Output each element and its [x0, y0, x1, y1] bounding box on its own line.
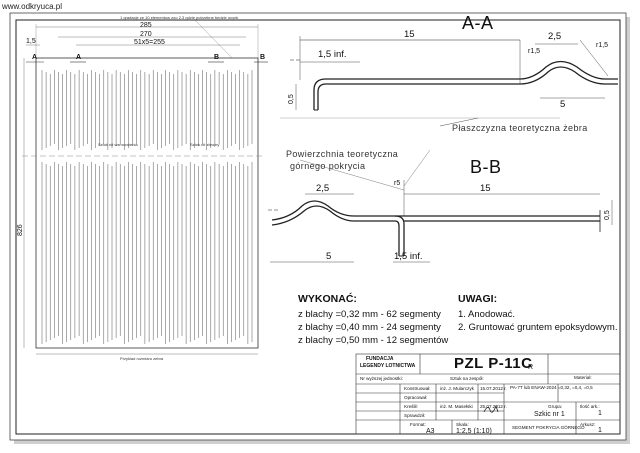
tb-material-value: PA-7T lub ENAW-2024 =0,32, =0,4, =0,5: [510, 385, 593, 390]
tb-format-label: Format:: [410, 422, 426, 427]
tb-designer-label: Konstruował:: [404, 386, 431, 391]
tb-designer-name: inż. J. Mularczyk: [440, 386, 474, 391]
tb-drawn-name: inż. M. Masełski: [440, 404, 473, 409]
bb-dim-15inf: 1,5 inf.: [394, 251, 423, 262]
tb-product-suffix: R: [528, 364, 534, 371]
dim-width-1: 285: [140, 22, 152, 29]
aa-dim-r15: r1,5: [528, 48, 541, 55]
bottom-label: Przyklad rozmiaru zebra: [120, 356, 164, 361]
aa-dim-05: 0,5: [288, 94, 295, 104]
tb-designer-date: 15.07.2012 r.: [480, 386, 507, 391]
dim-pitch: 51x5=255: [134, 39, 165, 46]
height-dim: 826: [17, 224, 24, 236]
bb-dim-15: 15: [480, 183, 491, 194]
tb-scale-value: 1:2,5 (1:10): [456, 428, 492, 435]
section-aa-title: A-A: [462, 13, 494, 33]
sheet-border: [9, 12, 627, 441]
tb-group-label: Grupa:: [548, 404, 563, 409]
plan-view: [22, 19, 268, 355]
notes-right-title: UWAGI:: [458, 293, 498, 305]
tb-group-value: Szkic nr 1: [534, 411, 565, 418]
section-bb-drawing: [268, 149, 613, 263]
notes-right-line: 2. Gruntować gruntem epoksydowym.: [458, 322, 618, 333]
notes-left-title: WYKONAĆ:: [298, 293, 357, 305]
top-note: 1 gradacje ze 10 elementow zoo 2.3 gdzie…: [120, 15, 239, 20]
surface-label-line1: Powierzchnia teoretyczna: [286, 149, 399, 159]
inner-frame: [15, 19, 621, 435]
bb-dim-r: r5: [394, 180, 401, 187]
notes-left-line: z blachy =0,40 mm - 24 segmenty: [298, 322, 441, 333]
mid-label-right: Sztok nit zbrojny: [190, 142, 220, 147]
section-marker-b-inner: B: [214, 54, 220, 61]
notes-left-line: z blachy =0,32 mm - 62 segmenty: [298, 309, 441, 320]
tb-format-value: A3: [426, 428, 435, 435]
tb-part-name: SEGMENT POKRYCIA GÓRNEGO: [512, 425, 585, 430]
tb-product: PZL P-11C: [454, 355, 533, 372]
section-bb-title: B-B: [470, 157, 502, 177]
watermark: www.odkryuca.pl: [2, 2, 63, 11]
tb-drawn-label: Kreślił:: [404, 404, 418, 409]
tb-checked-label: Sprawdził:: [404, 413, 426, 418]
aa-dim-5: 5: [560, 99, 566, 110]
aa-dim-15: 15: [404, 29, 415, 40]
bb-dim-05: 0,5: [604, 210, 611, 220]
tb-developed-label: Opracował:: [404, 395, 428, 400]
tb-parent-label: Nr wyższej jednostki:: [360, 376, 403, 381]
tb-sheet-value: 1: [598, 427, 602, 434]
dim-width-2: 270: [140, 31, 152, 38]
bb-dim-25: 2,5: [316, 183, 330, 194]
notes-right-line: 1. Anodować.: [458, 309, 516, 320]
section-marker-a-inner: A: [76, 54, 82, 61]
tb-qty-label: Sztuk na zespół:: [450, 376, 484, 381]
rib-lines: [41, 70, 253, 344]
section-marker-b-right: B: [260, 54, 266, 61]
title-block-frame: [355, 353, 621, 435]
tb-sheets-label: Ilość ark.:: [580, 404, 600, 409]
aa-dim-r15b: r1,5: [596, 42, 609, 49]
tb-drawn-date: 25.07.2012 r.: [480, 404, 507, 409]
notes-left-line: z blachy =0,50 mm - 12 segmentów: [298, 335, 449, 346]
mid-label-left: Sztok nit wzmocnienia: [98, 142, 138, 147]
rib-plane-label: Płaszczyzna teoretyczna żebra: [452, 123, 588, 133]
aa-dim-15inf: 1,5 inf.: [318, 49, 347, 60]
section-aa-drawing: [280, 36, 618, 127]
tb-sheets-value: 1: [598, 410, 602, 417]
tb-material-label: Materiał:: [574, 375, 592, 380]
section-marker-a-left: A: [32, 54, 38, 61]
signature-mark: [483, 404, 499, 413]
tb-scale-label: Skala:: [456, 422, 469, 427]
tb-sheet-label: Arkusz:: [580, 422, 596, 427]
tb-org-line1: FUNDACJA: [366, 356, 394, 362]
tb-org-line2: LEGENDY LOTNICTWA: [360, 363, 416, 369]
aa-dim-25: 2,5: [548, 31, 562, 42]
bb-dim-5: 5: [326, 251, 332, 262]
dim-margin: 1,5: [26, 38, 36, 45]
surface-label-line2: górnego pokrycia: [290, 161, 366, 171]
